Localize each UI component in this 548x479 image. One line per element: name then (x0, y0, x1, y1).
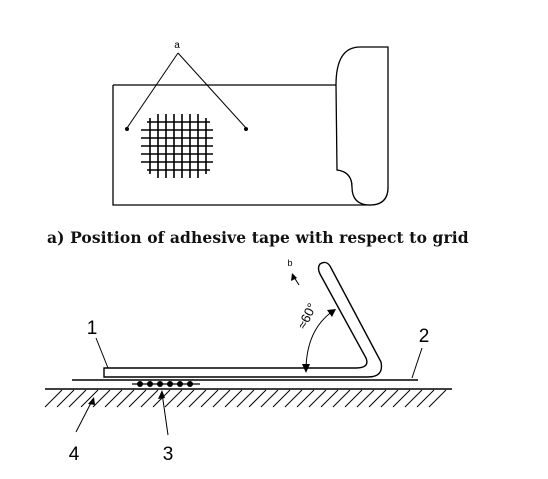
numbered-leaders (75, 337, 423, 436)
grid-cut-section (132, 381, 200, 387)
tape-flap (335, 46, 389, 206)
adhesive-tape (103, 261, 383, 378)
cross-cut-grid (141, 114, 213, 178)
callout-a-leaders (126, 52, 247, 129)
angle-label: ≈60° (294, 301, 319, 332)
callout-a-dot-right (244, 127, 248, 131)
angle-arrow-top (327, 309, 336, 317)
figure-a-panel (112, 46, 389, 206)
angle-arrow-bottom (302, 364, 310, 373)
leader-1 (95, 337, 109, 369)
pull-direction-arrowhead (291, 273, 297, 281)
substrate-hatching (44, 389, 447, 408)
leader-3 (161, 392, 169, 436)
label-4: 4 (69, 444, 80, 465)
label-2: 2 (419, 326, 430, 347)
label-3: 3 (163, 444, 174, 465)
callout-a-dot-left (125, 127, 129, 131)
callout-b-label: b (287, 258, 292, 268)
leader-4 (75, 398, 94, 433)
figure-a-caption: a) Position of adhesive tape with respec… (47, 228, 469, 247)
leader-3-arrowhead (158, 390, 165, 399)
leader-2 (411, 347, 423, 379)
angle-arc (305, 310, 334, 372)
label-1: 1 (87, 318, 98, 339)
callout-a-label: a (174, 40, 180, 51)
tape-curl (336, 169, 353, 188)
leader-4-arrowhead (88, 397, 95, 405)
